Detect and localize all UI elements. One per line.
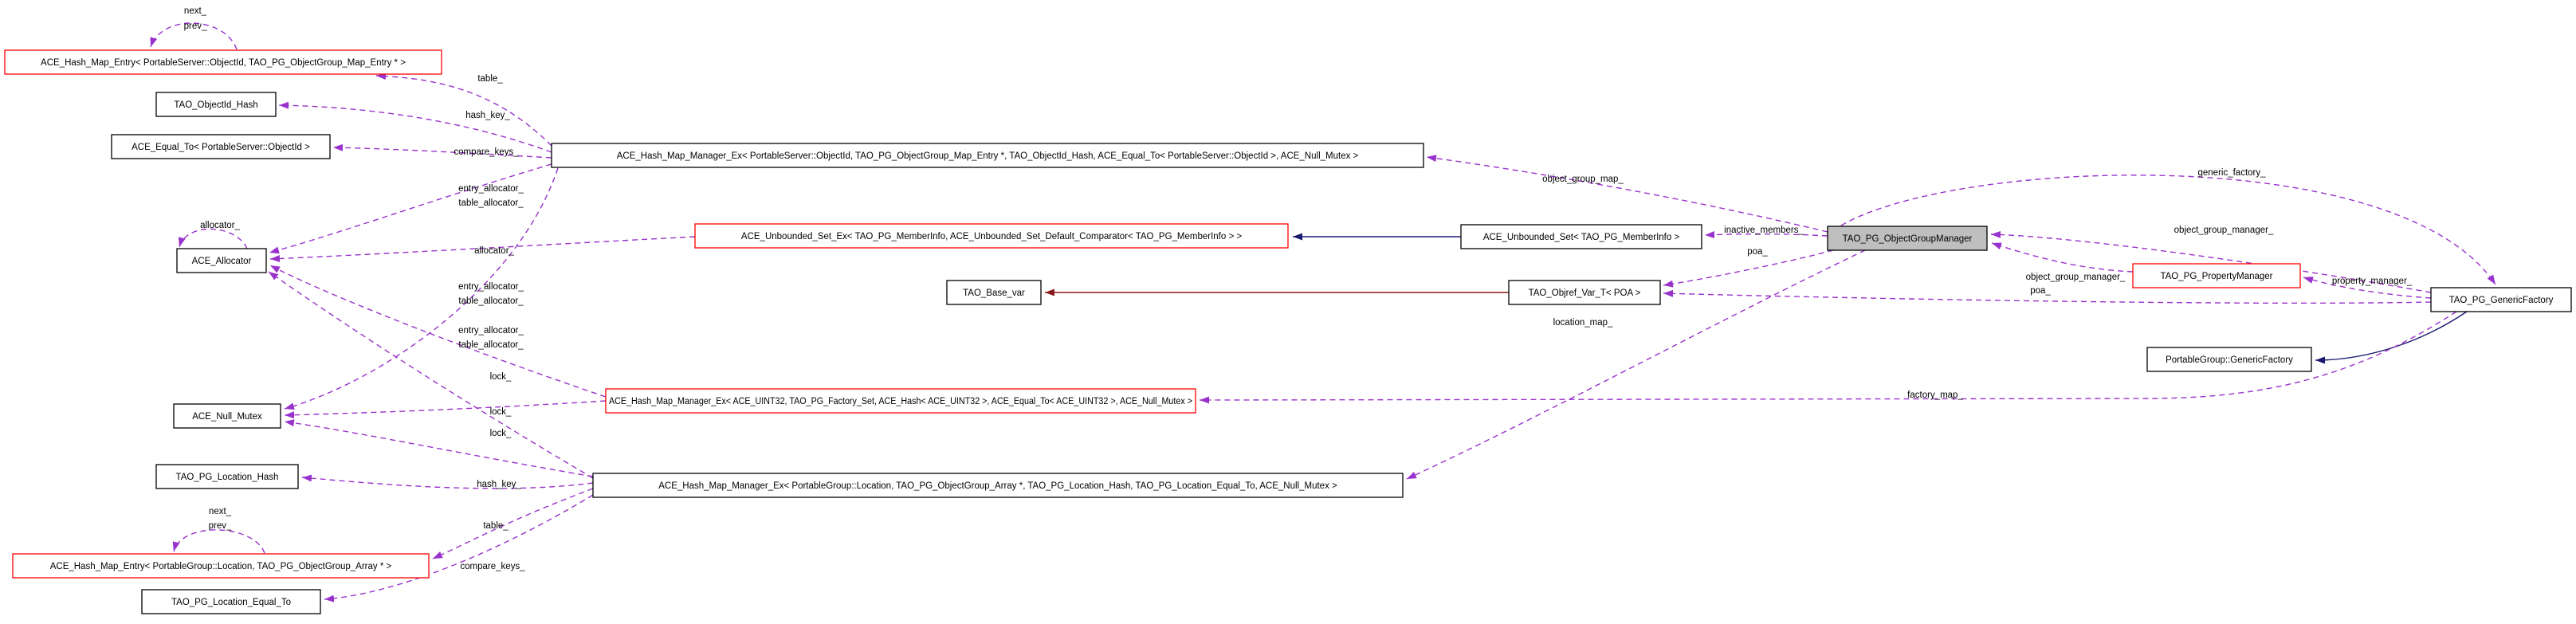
usage-edge [1426,155,1828,233]
node-label: ACE_Unbounded_Set< TAO_PG_MemberInfo > [1483,233,1680,242]
edge-label: table_ [483,521,509,531]
edge-label: entry_allocator_ [458,184,524,194]
edge-label: object_group_manager_ [2174,226,2274,235]
edge-label: hash_key_ [465,111,510,120]
node-label: ACE_Hash_Map_Entry< PortableGroup::Locat… [50,562,392,571]
edge-label: factory_map_ [1907,390,1963,400]
edge-label: generic_factory_ [2197,168,2266,178]
edge-label: next_ [209,507,232,516]
node-label: TAO_PG_Location_Hash [176,473,279,482]
edge-label: table_ [477,74,503,84]
edge-label: poa_ [1747,247,1768,257]
usage-edge [1663,289,2432,304]
node-hash-map-manager-objectid[interactable]: ACE_Hash_Map_Manager_Ex< PortableServer:… [551,143,1424,168]
edge-label: property_manager_ [2332,277,2413,286]
edge-label: lock_ [490,429,512,438]
node-tao-objref-var-t-poa[interactable]: TAO_Objref_Var_T< POA > [1508,280,1661,305]
node-ace-unbounded-set-ex[interactable]: ACE_Unbounded_Set_Ex< TAO_PG_MemberInfo,… [694,223,1289,249]
node-hash-map-entry-objectid[interactable]: ACE_Hash_Map_Entry< PortableServer::Obje… [4,49,442,75]
edge-label: allocator_ [474,246,514,256]
edge-label: allocator_ [200,221,240,230]
node-label: TAO_ObjectId_Hash [174,100,257,110]
edge-label: entry_allocator_ [458,282,524,292]
usage-edge [375,73,552,147]
usage-edge [172,529,265,554]
node-label: ACE_Equal_To< PortableServer::ObjectId > [132,143,310,152]
usage-edge [269,265,607,398]
node-label: ACE_Hash_Map_Manager_Ex< ACE_UINT32, TAO… [609,397,1192,406]
usage-edge [324,494,594,602]
usage-edge [284,167,559,410]
usage-edge [284,400,607,419]
edge-label: object_group_map_ [1542,175,1624,184]
edge-label: compare_keys_ [460,562,525,571]
node-tao-pg-location-hash[interactable]: TAO_PG_Location_Hash [155,464,299,489]
node-label: TAO_Base_var [963,288,1025,298]
usage-edge [178,228,248,249]
usage-edge [2303,277,2432,299]
usage-edge [150,22,238,50]
usage-edge [1663,249,1834,288]
edge-label: entry_allocator_ [458,326,524,336]
edge-label: next_ [184,6,207,16]
node-ace-allocator[interactable]: ACE_Allocator [176,248,267,273]
node-tao-base-var[interactable]: TAO_Base_var [946,280,1042,305]
node-label: TAO_PG_PropertyManager [2160,272,2272,281]
edge-label: location_map_ [1553,318,1613,328]
usage-edge [332,143,552,159]
edge-label: lock_ [490,372,512,382]
usage-edge [1990,230,2432,293]
node-label: ACE_Hash_Map_Entry< PortableServer::Obje… [41,58,406,68]
node-ace-unbounded-set[interactable]: ACE_Unbounded_Set< TAO_PG_MemberInfo > [1460,224,1702,249]
usage-edge [268,271,594,479]
node-label: ACE_Allocator [192,257,252,266]
usage-edge [278,101,552,153]
node-label: ACE_Hash_Map_Manager_Ex< PortableServer:… [617,151,1359,161]
usage-edge [1840,175,2496,285]
edge-label: hash_key_ [477,480,521,489]
edge-label: prev_ [184,22,207,31]
edge-label: lock_ [490,407,512,417]
node-tao-pg-propertymanager[interactable]: TAO_PG_PropertyManager [2132,263,2301,288]
edge-label: object_group_manager_ [2026,273,2126,282]
node-label: TAO_Objref_Var_T< POA > [1529,288,1641,298]
edge-label: poa_ [2030,286,2051,296]
edge-label: compare_keys_ [454,147,519,157]
node-hash-map-manager-uint32[interactable]: ACE_Hash_Map_Manager_Ex< ACE_UINT32, TAO… [605,388,1196,414]
node-ace-equal-to-objectid[interactable]: ACE_Equal_To< PortableServer::ObjectId > [111,134,331,159]
edge-label: inactive_members_ [1724,226,1804,235]
node-hash-map-manager-location[interactable]: ACE_Hash_Map_Manager_Ex< PortableGroup::… [592,473,1404,498]
node-label: ACE_Unbounded_Set_Ex< TAO_PG_MemberInfo,… [741,232,1242,241]
node-tao-pg-location-equal-to[interactable]: TAO_PG_Location_Equal_To [141,589,321,614]
node-tao-pg-objectgroupmanager: TAO_PG_ObjectGroupManager [1827,226,1988,251]
node-label: TAO_PG_ObjectGroupManager [1843,234,1973,244]
node-tao-pg-genericfactory[interactable]: TAO_PG_GenericFactory [2430,287,2572,312]
usage-edge [1406,249,1866,480]
node-ace-null-mutex[interactable]: ACE_Null_Mutex [173,403,281,429]
usage-edge [269,236,696,263]
node-portablegroup-genericfactory[interactable]: PortableGroup::GenericFactory [2146,347,2312,372]
usage-edge [1199,311,2457,404]
usage-edge [1704,231,1828,239]
edge-label: table_allocator_ [458,340,524,350]
inheritance-edge [2315,311,2468,364]
usage-edge [1991,242,2134,273]
node-label: PortableGroup::GenericFactory [2166,355,2293,365]
edge-label: table_allocator_ [458,198,524,208]
node-tao-objectid-hash[interactable]: TAO_ObjectId_Hash [155,92,277,117]
node-hash-map-entry-location[interactable]: ACE_Hash_Map_Entry< PortableGroup::Locat… [12,553,430,579]
usage-edge [284,419,594,477]
usage-edge [269,163,552,254]
node-label: ACE_Null_Mutex [192,412,262,422]
edge-label: prev_ [209,521,232,531]
node-label: TAO_PG_GenericFactory [2449,296,2554,305]
node-label: ACE_Hash_Map_Manager_Ex< PortableGroup::… [658,481,1337,491]
node-label: TAO_PG_Location_Equal_To [171,598,291,607]
usage-edge [432,488,594,559]
usage-edge [301,474,594,489]
edge-label: table_allocator_ [458,296,524,306]
